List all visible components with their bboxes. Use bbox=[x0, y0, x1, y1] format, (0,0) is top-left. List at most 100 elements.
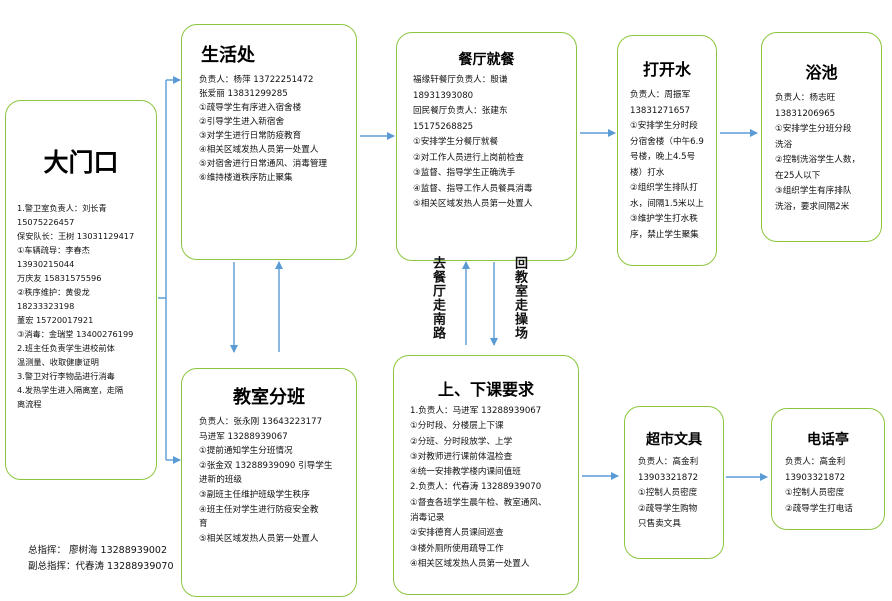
detail-line: ①安排学生分餐厅就餐 bbox=[413, 137, 499, 147]
detail-line: ①控制人员密度 bbox=[638, 488, 698, 498]
classes-details: 1.负责人：马进军 13288939067 ①分时段、分楼层上下课 ②分班、分时段放… bbox=[410, 404, 578, 572]
classroom-box: 教室分班 负责人：张永刚 13643223177 马进军 13288939067 ①… bbox=[181, 368, 357, 597]
gate-title: 大门口 bbox=[43, 148, 119, 177]
detail-line: 离流程 bbox=[17, 399, 42, 409]
detail-line: ②对工作人员进行上岗前检查 bbox=[413, 152, 524, 163]
phone-details: 负责人：高金利 13903321872 ①控制人员密度 ②疏导学生打电话 bbox=[785, 455, 884, 517]
detail-line: ②组织学生排队打 bbox=[630, 183, 698, 193]
bath-title: 浴池 bbox=[805, 63, 838, 82]
detail-line: 董宏 15720017921 bbox=[17, 315, 94, 325]
water-box: 打开水 负责人：周振军 13831271657 ①安排学生分时段分宿舍楼（中午6.9… bbox=[617, 35, 717, 266]
dining-box: 餐厅就餐 福缘轩餐厅负责人：殷谦 18931393080 回民餐厅负责人：张建东 15… bbox=[396, 32, 577, 261]
detail-line: 13831206965 bbox=[775, 108, 836, 119]
detail-line: 18931393080 bbox=[413, 90, 474, 101]
detail-line: 2.班主任负责学生进校前体 bbox=[17, 343, 115, 353]
water-details: 负责人：周振军 13831271657 ①安排学生分时段分宿舍楼（中午6.9 号楼，晚… bbox=[630, 88, 716, 243]
classes-box: 上、下课要求 1.负责人：马进军 13288939067 ①分时段、分楼层上下课 ②… bbox=[393, 355, 579, 595]
detail-line: ②控制洗浴学生人数， bbox=[775, 155, 861, 165]
detail-line: ⑤相关区域发热人员第一处置人 bbox=[413, 199, 533, 209]
detail-line: ⑤相关区域发热人员第一处置人 bbox=[199, 533, 319, 544]
detail-line: ④统一安排教学楼内课间值班 bbox=[410, 467, 521, 478]
detail-line: 13930215044 bbox=[17, 259, 75, 269]
detail-line: ①分时段、分楼层上下课 bbox=[410, 421, 504, 432]
gate-bracket bbox=[158, 80, 167, 460]
deputy-commander: 副总指挥：代春涛 13288939070 bbox=[28, 561, 174, 572]
detail-line: 13831271657 bbox=[630, 105, 691, 116]
detail-line: 13903321872 bbox=[638, 472, 699, 483]
detail-line: ②安排德育人员课间巡查 bbox=[410, 528, 504, 539]
detail-line: ①疏导学生有序进入宿舍楼 bbox=[199, 103, 302, 113]
detail-line: 只售卖文具 bbox=[638, 519, 681, 529]
detail-line: ④相关区域发热人员第一处置人 bbox=[199, 145, 319, 155]
detail-line: 负责人：杨萍 13722251472 bbox=[199, 75, 314, 85]
detail-line: 负责人：高金利 bbox=[638, 457, 699, 467]
detail-line: 3.警卫对行李物品进行消毒 bbox=[17, 371, 115, 381]
detail-line: 回民餐厅负责人：张建东 bbox=[413, 106, 508, 116]
detail-line: ①控制人员密度 bbox=[785, 488, 845, 498]
detail-line: ③维护学生打水秩 bbox=[630, 214, 698, 224]
detail-line: 分宿舍楼（中午6.9 bbox=[630, 136, 704, 147]
supermarket-details: 负责人：高金利 13903321872 ①控制人员密度 ②疏导学生购物只售卖文具 bbox=[638, 455, 723, 533]
detail-line: ④班主任对学生进行防疫安全教 bbox=[199, 504, 319, 515]
detail-line: ②疏导学生打电话 bbox=[785, 503, 853, 514]
detail-line: ④相关区域发热人员第一处置人 bbox=[410, 558, 530, 569]
detail-line: ②张金双 13288939090 引导学生 bbox=[199, 460, 333, 471]
detail-line: 4.发热学生进入隔离室，走隔 bbox=[17, 385, 124, 395]
detail-line: ①安排学生分时段 bbox=[630, 121, 698, 131]
detail-line: 负责人：张永刚 13643223177 bbox=[199, 417, 323, 427]
detail-line: ①提前通知学生分班情况 bbox=[199, 446, 293, 457]
detail-line: 马进军 13288939067 bbox=[199, 431, 288, 442]
detail-line: ⑥维持楼道秩序防止聚集 bbox=[199, 173, 293, 183]
detail-line: 号楼，晚上4.5号 bbox=[630, 152, 696, 162]
detail-line: 福缘轩餐厅负责人：殷谦 bbox=[413, 75, 508, 85]
supermarket-box: 超市文具 负责人：高金利 13903321872 ①控制人员密度 ②疏导学生购物只售卖… bbox=[624, 406, 724, 559]
detail-line: 13903321872 bbox=[785, 472, 846, 483]
classes-title: 上、下课要求 bbox=[437, 380, 534, 399]
detail-line: 15075226457 bbox=[17, 217, 75, 227]
detail-line: 1.负责人：马进军 13288939067 bbox=[410, 406, 542, 416]
detail-line: 序，禁止学生聚集 bbox=[630, 229, 699, 240]
detail-line: 万庆友 15831575596 bbox=[17, 273, 102, 283]
detail-line: ②疏导学生购物 bbox=[638, 503, 698, 514]
detail-line: ③副班主任维护班级学生秩序 bbox=[199, 489, 310, 500]
detail-line: 育 bbox=[199, 519, 208, 530]
dining-title: 餐厅就餐 bbox=[458, 52, 515, 68]
classroom-title: 教室分班 bbox=[233, 387, 305, 408]
detail-line: ①安排学生分班分段 bbox=[775, 124, 852, 134]
supermarket-title: 超市文具 bbox=[646, 432, 702, 448]
life-title: 生活处 bbox=[201, 45, 255, 66]
detail-line: 在25人以下 bbox=[775, 170, 821, 181]
classroom-details: 负责人：张永刚 13643223177 马进军 13288939067 ①提前通知学… bbox=[199, 415, 356, 546]
detail-line: ⑤对宿舍进行日常通风、消毒管理 bbox=[199, 159, 328, 169]
detail-line: 15175268825 bbox=[413, 121, 474, 132]
detail-line: ③对学生进行日常防疫教育 bbox=[199, 131, 302, 141]
detail-line: ③消毒：金瑞堂 13400276199 bbox=[17, 329, 134, 339]
detail-line: 洗浴，要求间隔2米 bbox=[775, 201, 850, 212]
detail-line: 温测量、收取健康证明 bbox=[17, 357, 99, 367]
detail-line: ①车辆疏导：李春杰 bbox=[17, 245, 90, 255]
detail-line: ②秩序维护：黄俊龙 bbox=[17, 287, 90, 297]
detail-line: 水，间隔1.5米以上 bbox=[630, 198, 704, 209]
phone-title: 电话亭 bbox=[807, 432, 849, 448]
detail-line: ③对教师进行课前体温检查 bbox=[410, 451, 513, 462]
detail-line: ②引导学生进入新宿舍 bbox=[199, 117, 285, 127]
detail-line: 消毒记录 bbox=[410, 513, 445, 524]
detail-line: 楼）打水 bbox=[630, 167, 665, 178]
route-label-to-dining: 去餐厅走南路 bbox=[430, 256, 445, 340]
detail-line: 洗浴 bbox=[775, 139, 793, 150]
detail-line: ④监督、指导工作人员餐具消毒 bbox=[413, 183, 533, 194]
detail-line: 负责人：周振军 bbox=[630, 90, 691, 100]
chief-commander: 总指挥： 廖树海 13288939002 bbox=[28, 545, 168, 556]
detail-line: ②分班、分时段放学、上学 bbox=[410, 436, 513, 447]
water-title: 打开水 bbox=[642, 60, 691, 79]
detail-line: 负责人：高金利 bbox=[785, 457, 846, 467]
detail-line: ①督查各班学生晨午检、教室通风、 bbox=[410, 497, 547, 508]
detail-line: 保安队长：王树 13031129417 bbox=[17, 231, 135, 241]
